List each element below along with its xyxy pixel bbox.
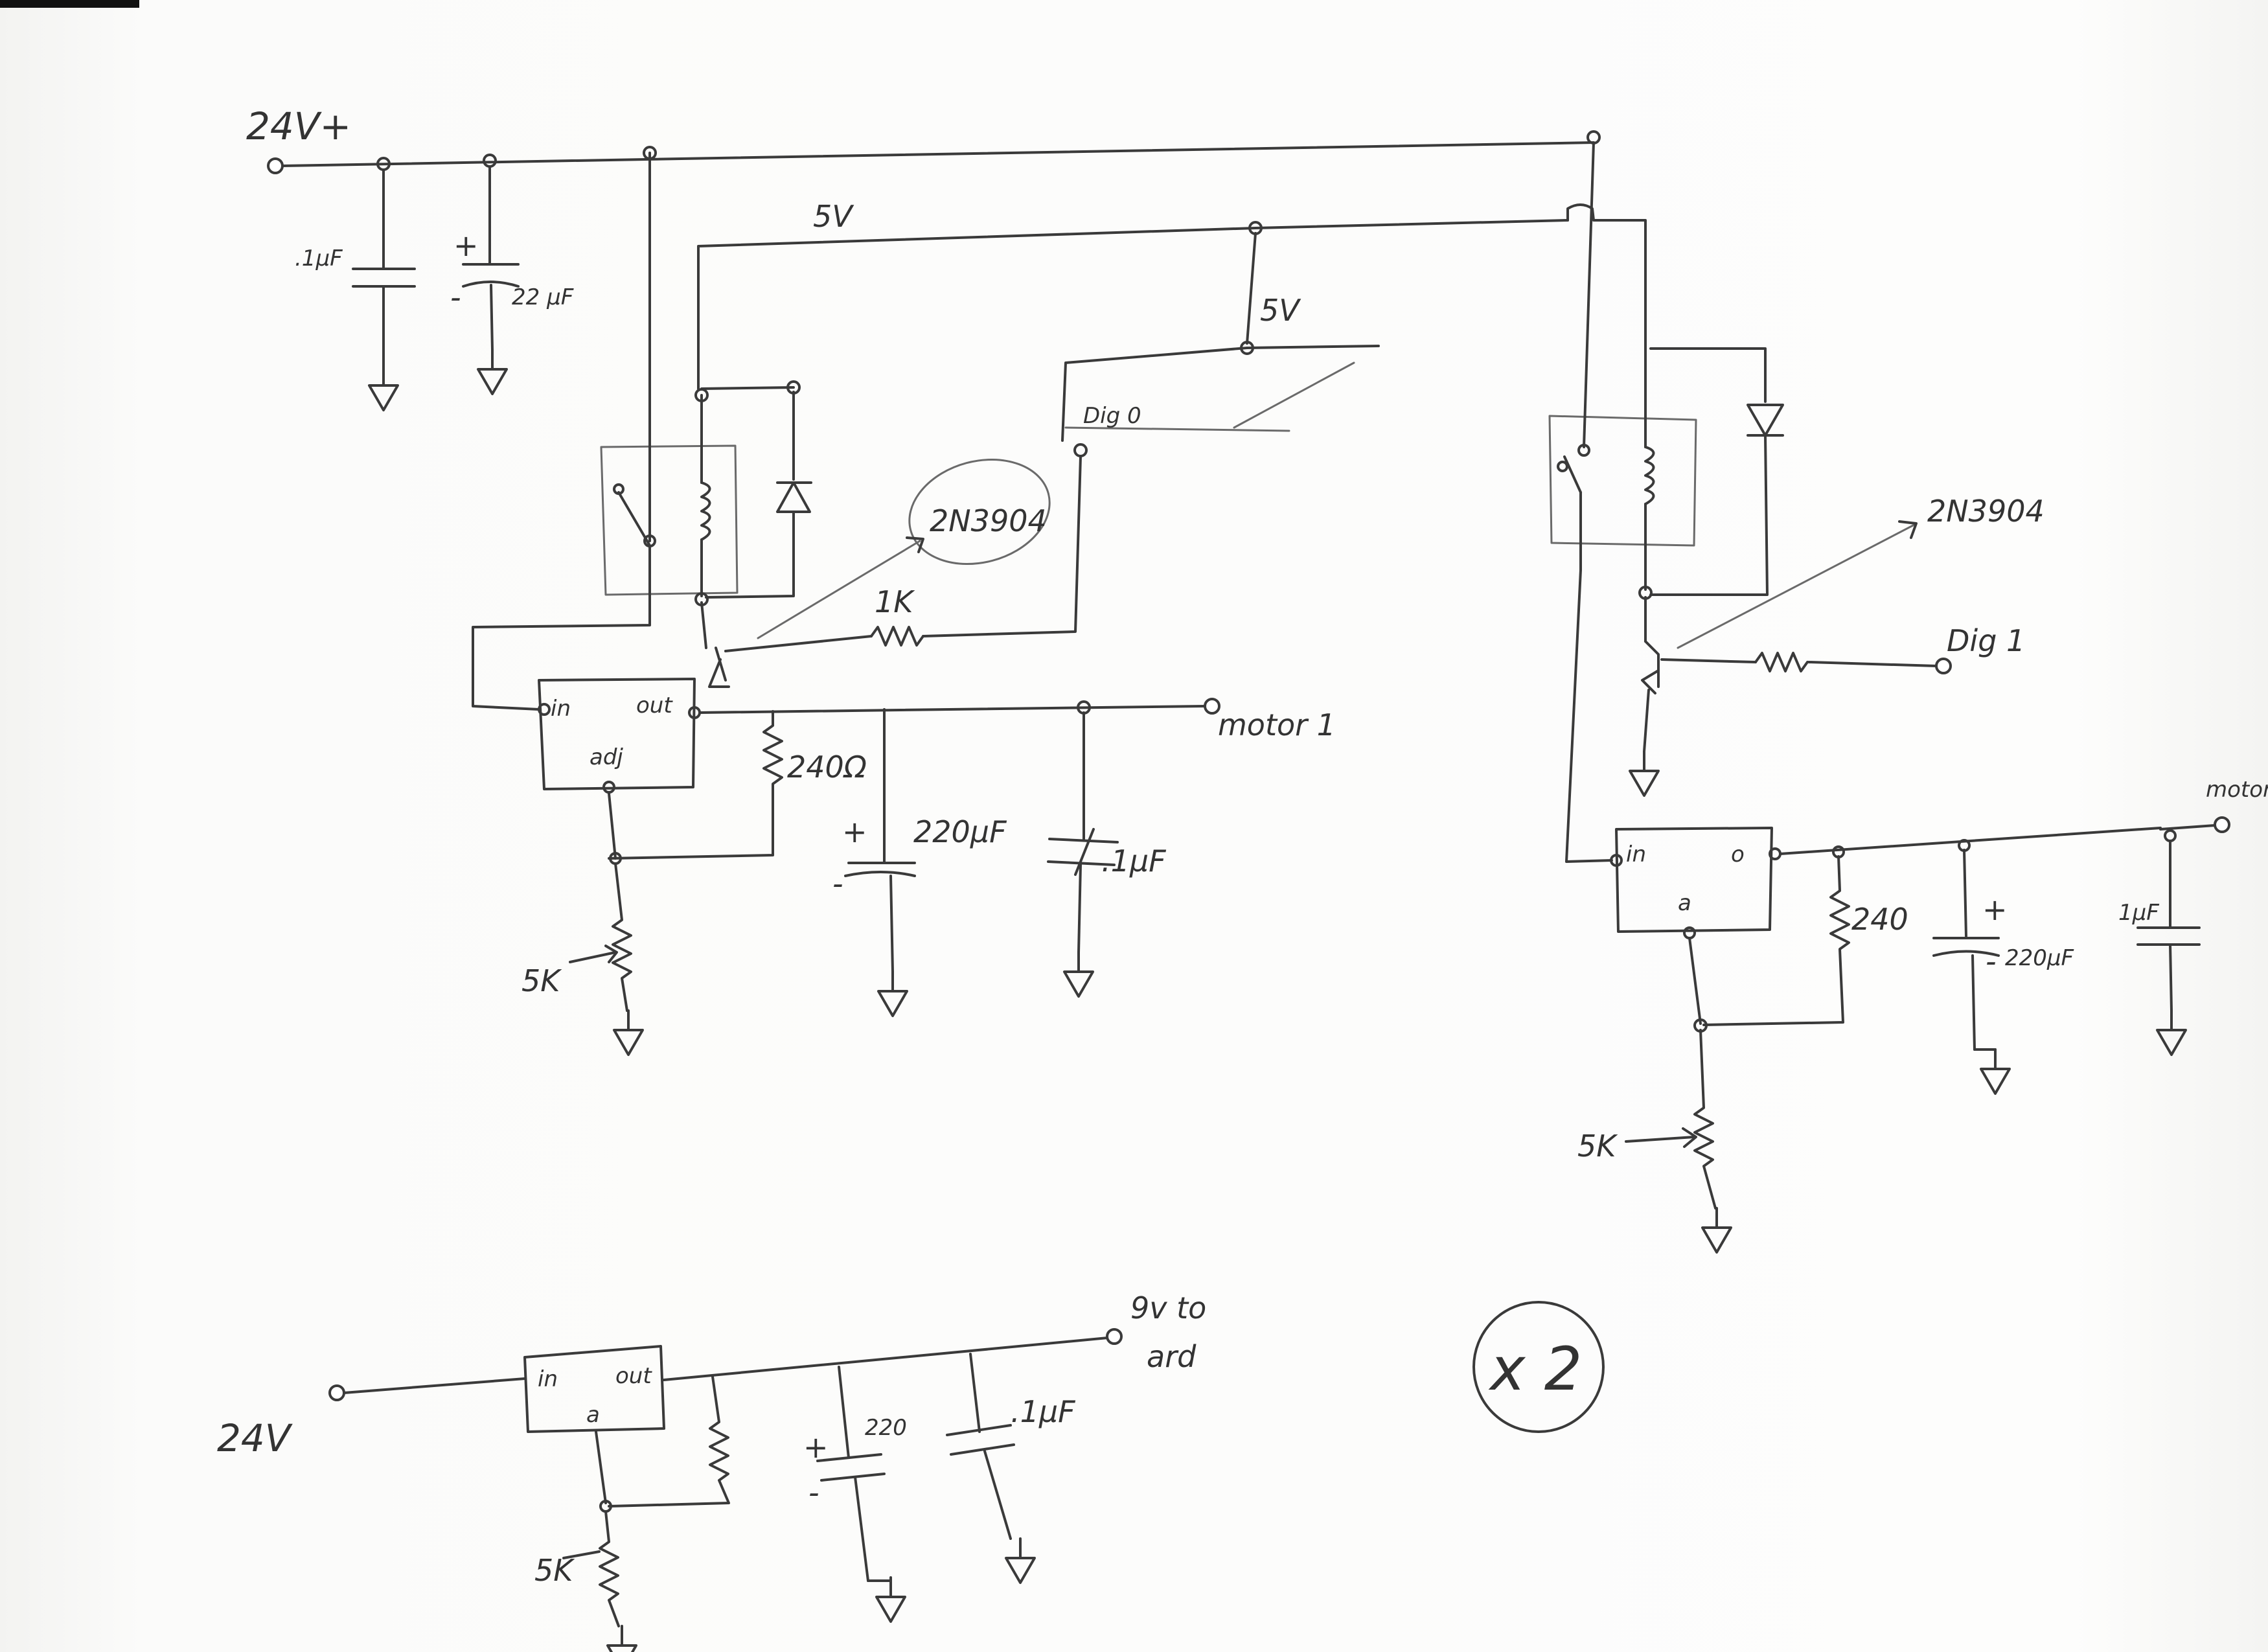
label-cap-22uf: 22 µF bbox=[512, 284, 574, 310]
potentiometer-5k-2: 5K bbox=[1577, 937, 1732, 1254]
regulator-2: in o a bbox=[1610, 827, 1781, 939]
label-240-ohm-1: 240Ω bbox=[787, 750, 867, 785]
terminal-24v-in bbox=[267, 157, 284, 174]
label-ard: ard bbox=[1147, 1339, 1197, 1374]
regulator-1: in out adj bbox=[538, 678, 701, 794]
label-reg1-in: in bbox=[551, 696, 571, 722]
label-plus-220-1: + bbox=[842, 814, 867, 849]
label-minus-220-1: - bbox=[832, 866, 843, 901]
rail-5v: 5V 5V bbox=[697, 199, 1647, 390]
label-reg2-out: o bbox=[1731, 842, 1745, 867]
node bbox=[1073, 443, 1088, 457]
regulator-1-body bbox=[538, 678, 696, 790]
label-1uf-2: 1µF bbox=[2118, 900, 2159, 926]
label-220-3: 220 bbox=[865, 1415, 907, 1441]
label-dig0: Dig 0 bbox=[1083, 403, 1141, 429]
label-multiplier: x 2 bbox=[1488, 1335, 1582, 1404]
label-01uf-1: .1µF bbox=[1101, 843, 1166, 878]
scan-edge-mark bbox=[0, 0, 139, 8]
label-plus-220-2: + bbox=[1982, 892, 2008, 927]
regulator-3-body bbox=[523, 1345, 665, 1433]
label-minus-220-3: - bbox=[808, 1475, 819, 1510]
relay-2-body bbox=[1548, 415, 1697, 547]
label-reg3-in: in bbox=[538, 1366, 558, 1392]
node bbox=[1557, 461, 1568, 472]
label-reg2-in: in bbox=[1626, 842, 1646, 867]
node bbox=[613, 483, 624, 495]
terminal-dig1 bbox=[1935, 658, 1952, 674]
relay-1-body bbox=[600, 444, 739, 596]
label-motor-2: motor 2 bbox=[2206, 777, 2268, 803]
label-1k: 1K bbox=[875, 584, 915, 619]
capacitor-22uf-input: + - 22 µF bbox=[450, 165, 574, 395]
wire-24v-rail bbox=[281, 141, 1595, 167]
transistor-2: Dig 1 2N3904 bbox=[1629, 494, 2045, 797]
label-reg1-out: out bbox=[636, 693, 673, 718]
label-minus: - bbox=[450, 280, 461, 315]
label-5k-2: 5K bbox=[1577, 1129, 1618, 1164]
node bbox=[1577, 444, 1590, 457]
label-cap-01uf-top: .1µF bbox=[295, 246, 343, 271]
label-reg2-adj: a bbox=[1678, 890, 1691, 916]
relay-2 bbox=[1548, 141, 1784, 863]
label-5v-mid: 5V bbox=[1260, 293, 1301, 328]
label-dig1: Dig 1 bbox=[1947, 623, 2025, 658]
label-24v-plus: 24V+ bbox=[246, 104, 351, 148]
label-minus-220-2: - bbox=[1986, 944, 1997, 979]
label-reg3-adj: a bbox=[586, 1402, 600, 1428]
node bbox=[1683, 926, 1696, 939]
label-transistor-1: 2N3904 bbox=[930, 503, 1047, 538]
label-220uf-1: 220µF bbox=[913, 814, 1007, 849]
terminal-24v-bottom bbox=[328, 1384, 345, 1401]
terminal-9v-out bbox=[1106, 1328, 1123, 1345]
terminal-motor-2 bbox=[2214, 816, 2230, 833]
node bbox=[2164, 829, 2177, 842]
label-transistor-2: 2N3904 bbox=[1927, 494, 2045, 529]
label-reg3-out: out bbox=[615, 1363, 652, 1389]
label-240-2: 240 bbox=[1851, 902, 1908, 937]
capacitor-01uf-input: .1µF bbox=[295, 168, 416, 411]
node bbox=[538, 703, 551, 716]
label-plus: + bbox=[453, 228, 479, 263]
label-5v-top: 5V bbox=[813, 199, 854, 234]
transistor-1: 1K 2N3904 bbox=[700, 455, 1082, 688]
label-5k-1: 5K bbox=[521, 963, 562, 998]
label-9v-to: 9v to bbox=[1130, 1291, 1206, 1325]
multiplier-note: x 2 bbox=[1472, 1301, 1605, 1433]
label-reg1-adj: adj bbox=[590, 744, 623, 770]
label-24v-bottom: 24V bbox=[217, 1416, 293, 1460]
relay-1 bbox=[472, 152, 812, 711]
node bbox=[483, 154, 497, 168]
output-network-1: motor 1 240Ω + - 220µF .1µF bbox=[608, 698, 1336, 1017]
regulator-3-circuit: 24V in out a 9v to ard + - 220 .1µF bbox=[217, 1291, 1206, 1652]
label-01uf-3: .1µF bbox=[1011, 1394, 1075, 1429]
label-220uf-2: 220µF bbox=[2005, 945, 2074, 971]
label-motor-1: motor 1 bbox=[1218, 707, 1336, 742]
node bbox=[602, 781, 615, 794]
label-plus-220-3: + bbox=[803, 1430, 829, 1465]
supply-rail-24v: 24V+ bbox=[246, 104, 1601, 174]
regulator-2-body bbox=[1615, 827, 1773, 933]
terminal-motor-1 bbox=[1204, 698, 1220, 715]
node bbox=[1610, 854, 1623, 867]
label-5k-3: 5K bbox=[534, 1553, 575, 1588]
arduino-board: Dig 0 bbox=[1061, 345, 1380, 457]
output-network-2: motor 2 240 + - 220µF 1µF bbox=[1702, 777, 2268, 1095]
potentiometer-5k-1: 5K bbox=[521, 792, 644, 1056]
